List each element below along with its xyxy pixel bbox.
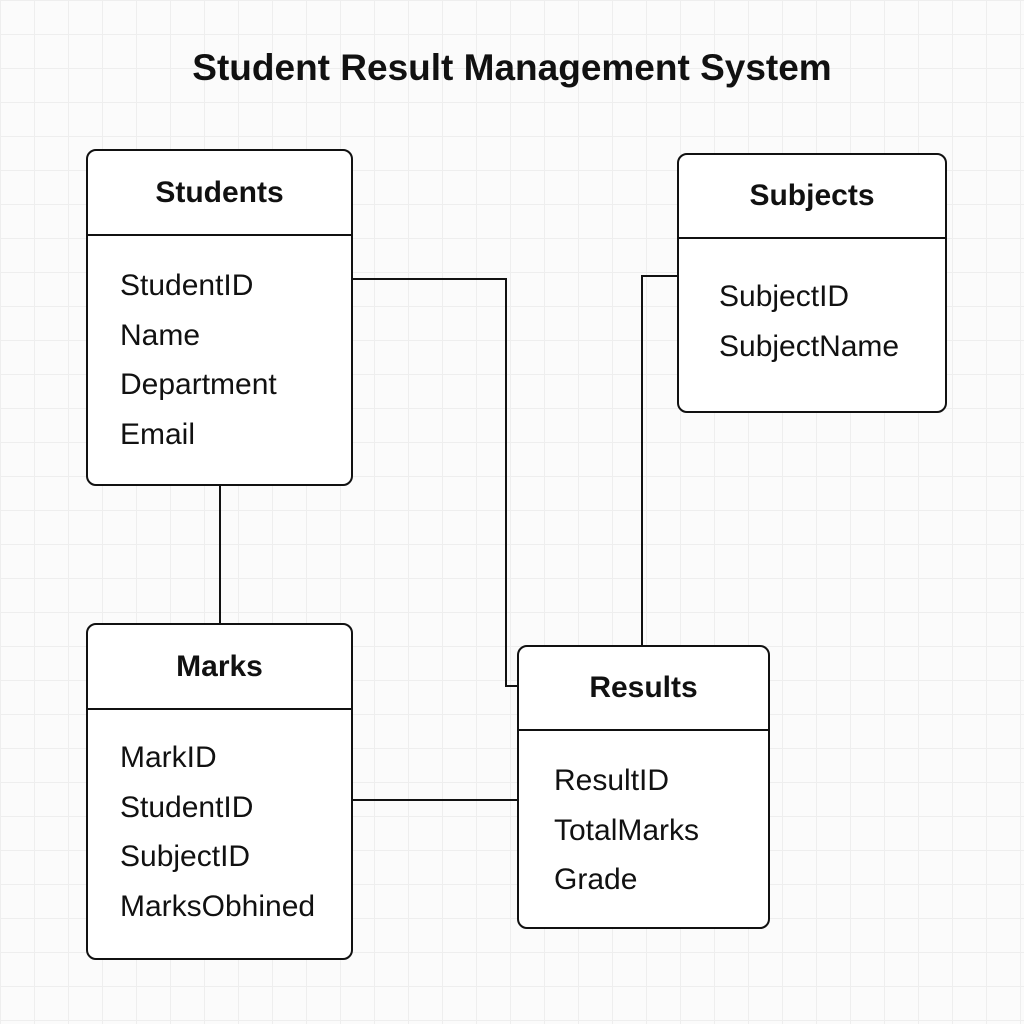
entity-students[interactable]: Students StudentID Name Department Email [86, 149, 353, 486]
connector-students-results [353, 278, 517, 687]
field-grade: Grade [554, 863, 638, 896]
field-studentid: StudentID [120, 790, 254, 824]
entity-subjects-header: Subjects [679, 155, 945, 239]
connector-subjects-results [641, 275, 677, 645]
entity-marks-header: Marks [88, 625, 351, 710]
field-subjectname: SubjectName [719, 329, 900, 363]
entity-marks[interactable]: Marks MarkID StudentID SubjectID MarksOb… [86, 623, 353, 960]
entity-results-header: Results [519, 647, 768, 731]
field-subjectid: SubjectID [719, 280, 850, 313]
field-markid: MarkID [120, 741, 217, 774]
field-totalmarks: TotalMarks [554, 813, 700, 847]
field-department: Department [120, 368, 277, 401]
entity-students-header: Students [88, 151, 351, 236]
field-marksobtained: MarksObhined [120, 889, 316, 923]
entity-results[interactable]: Results ResultID TotalMarks Grade [517, 645, 770, 929]
entity-students-fields: StudentID Name Department Email [88, 236, 351, 459]
field-email: Email [120, 417, 196, 451]
entity-marks-fields: MarkID StudentID SubjectID MarksObhined [88, 710, 351, 931]
entity-subjects-fields: SubjectID SubjectName [679, 239, 945, 371]
field-subjectid: SubjectID [120, 840, 251, 873]
entity-subjects[interactable]: Subjects SubjectID SubjectName [677, 153, 947, 413]
field-resultid: ResultID [554, 764, 670, 797]
diagram-title: Student Result Management System [192, 47, 832, 88]
field-name: Name [120, 318, 201, 352]
field-studentid: StudentID [120, 269, 254, 302]
entity-results-fields: ResultID TotalMarks Grade [519, 731, 768, 905]
